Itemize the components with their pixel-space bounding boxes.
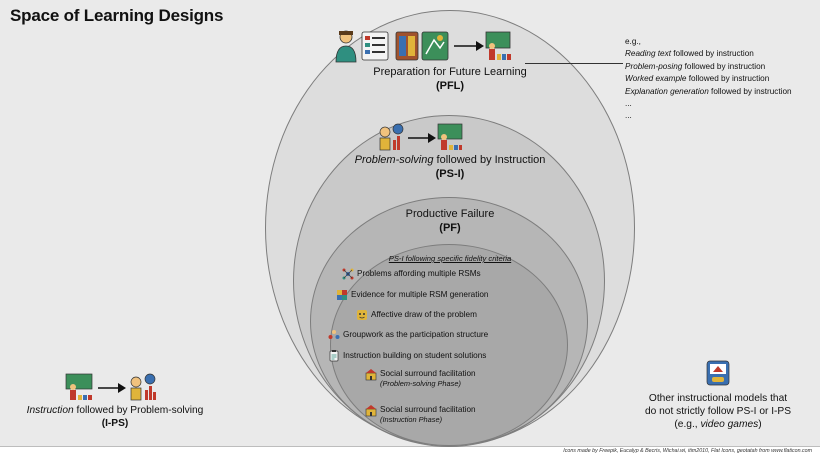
criterion-item: Problems affording multiple RSMs bbox=[342, 268, 481, 280]
criterion-item: Evidence for multiple RSM generation bbox=[336, 289, 488, 301]
puzzle-icon bbox=[337, 290, 347, 300]
pfl-examples: e.g., Reading text followed by instructi… bbox=[625, 36, 792, 123]
pfl-abbr: (PFL) bbox=[435, 80, 465, 92]
pfl-label: Preparation for Future Learning (PFL) bbox=[335, 66, 565, 92]
problem-solving-icon bbox=[130, 373, 156, 401]
pfl-name: Preparation for Future Learning bbox=[373, 66, 527, 78]
icon-credits: Icons made by Freepik, Eucalyp & Becris,… bbox=[563, 448, 812, 454]
teacher-board-icon bbox=[485, 31, 511, 60]
ips-name: Instruction followed by Problem-solving bbox=[26, 405, 204, 416]
pf-label: Productive Failure (PF) bbox=[350, 208, 550, 234]
pfl-examples-connector bbox=[525, 63, 623, 64]
example-item: Explanation generation followed by instr… bbox=[625, 86, 792, 96]
teacher-board-icon bbox=[437, 123, 463, 150]
group-icon bbox=[328, 330, 340, 339]
pf-name: Productive Failure bbox=[405, 208, 495, 220]
example-item: Reading text followed by instruction bbox=[625, 49, 754, 59]
examples-ellipsis: ... bbox=[625, 111, 632, 121]
example-item: Problem-posing followed by instruction bbox=[625, 61, 766, 71]
psi-abbr: (PS-I) bbox=[435, 168, 465, 180]
clipboard-icon bbox=[329, 350, 339, 362]
problem-solving-icon bbox=[379, 123, 404, 151]
checklist-icon bbox=[361, 31, 389, 61]
pfl-icons bbox=[335, 30, 511, 63]
ips-label: Instruction followed by Problem-solving … bbox=[10, 405, 220, 429]
network-icon bbox=[342, 268, 354, 280]
example-item: Worked example followed by instruction bbox=[625, 74, 770, 84]
psi-name: Problem-solving followed by Instruction bbox=[354, 154, 546, 166]
arrow-icon bbox=[454, 41, 484, 51]
examples-lead: e.g., bbox=[625, 37, 641, 46]
diagram-title: Space of Learning Designs bbox=[10, 6, 224, 25]
social-icon bbox=[365, 369, 377, 381]
criterion-item: Affective draw of the problem bbox=[356, 309, 477, 321]
teacher-board-icon bbox=[65, 373, 93, 400]
ips-icons bbox=[65, 373, 156, 401]
criterion-item: Social surround facilitation(Problem-sol… bbox=[365, 369, 476, 389]
map-reading-icon bbox=[421, 31, 449, 61]
video-game-icon bbox=[706, 360, 730, 386]
criterion-item: Groupwork as the participation structure bbox=[328, 329, 488, 341]
criterion-item: Social surround facilitation(Instruction… bbox=[365, 405, 476, 425]
psi-label: Problem-solving followed by Instruction … bbox=[330, 154, 570, 180]
criterion-item: Instruction building on student solution… bbox=[328, 350, 486, 362]
fidelity-criteria-heading: PS-I following specific fidelity criteri… bbox=[388, 254, 512, 263]
student-icon bbox=[335, 30, 357, 63]
ips-abbr: (I-PS) bbox=[101, 418, 129, 429]
pf-abbr: (PF) bbox=[439, 222, 461, 234]
books-icon bbox=[395, 31, 419, 61]
other-models-label: Other instructional models that do not s… bbox=[644, 393, 792, 430]
face-icon bbox=[357, 310, 367, 320]
psi-icons bbox=[379, 123, 463, 151]
arrow-icon bbox=[98, 383, 126, 393]
social-icon bbox=[365, 405, 377, 417]
examples-ellipsis: ... bbox=[625, 99, 632, 109]
arrow-icon bbox=[408, 133, 436, 143]
